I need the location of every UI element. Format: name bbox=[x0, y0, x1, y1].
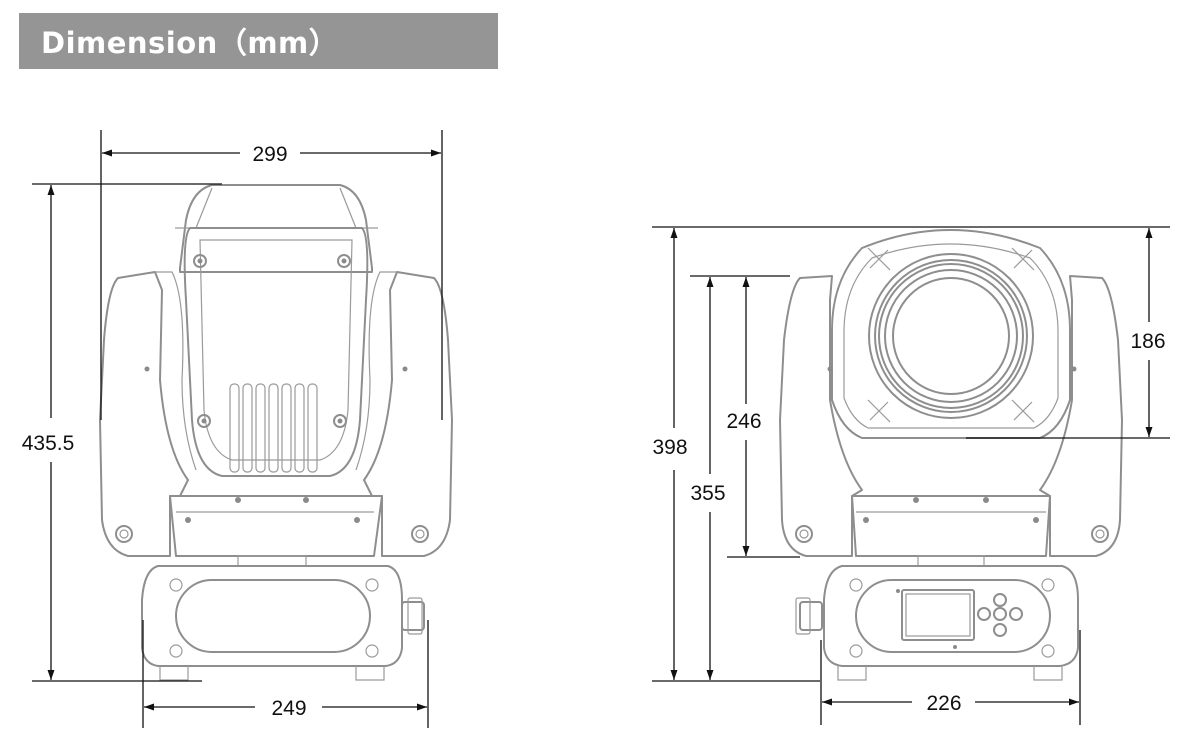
title-bar: Dimension（mm） bbox=[19, 13, 498, 69]
front-width-top-dimension: 299 bbox=[100, 130, 443, 420]
side-height-total-dimension: 398 bbox=[652, 226, 1170, 682]
side-height-head-dimension: 246 bbox=[726, 277, 800, 558]
side-height-lower-dimension: 355 bbox=[690, 275, 790, 680]
front-base-width-label: 249 bbox=[271, 697, 306, 720]
front-base-width-dimension: 249 bbox=[142, 620, 429, 728]
side-lens-height-dimension: 186 bbox=[966, 228, 1170, 439]
side-height-head-label: 246 bbox=[726, 410, 761, 433]
side-base-width-dimension: 226 bbox=[820, 630, 1081, 725]
front-height-dimension: 435.5 bbox=[22, 183, 222, 682]
front-view-fixture bbox=[99, 184, 453, 681]
side-height-lower-label: 355 bbox=[690, 482, 725, 505]
side-lens-height-label: 186 bbox=[1130, 330, 1165, 353]
side-view-fixture bbox=[779, 229, 1123, 681]
side-base-width-label: 226 bbox=[926, 692, 961, 715]
page-title: Dimension（mm） bbox=[41, 26, 339, 60]
front-height-label: 435.5 bbox=[22, 432, 75, 455]
front-width-top-label: 299 bbox=[252, 143, 287, 166]
side-height-total-label: 398 bbox=[652, 436, 687, 459]
